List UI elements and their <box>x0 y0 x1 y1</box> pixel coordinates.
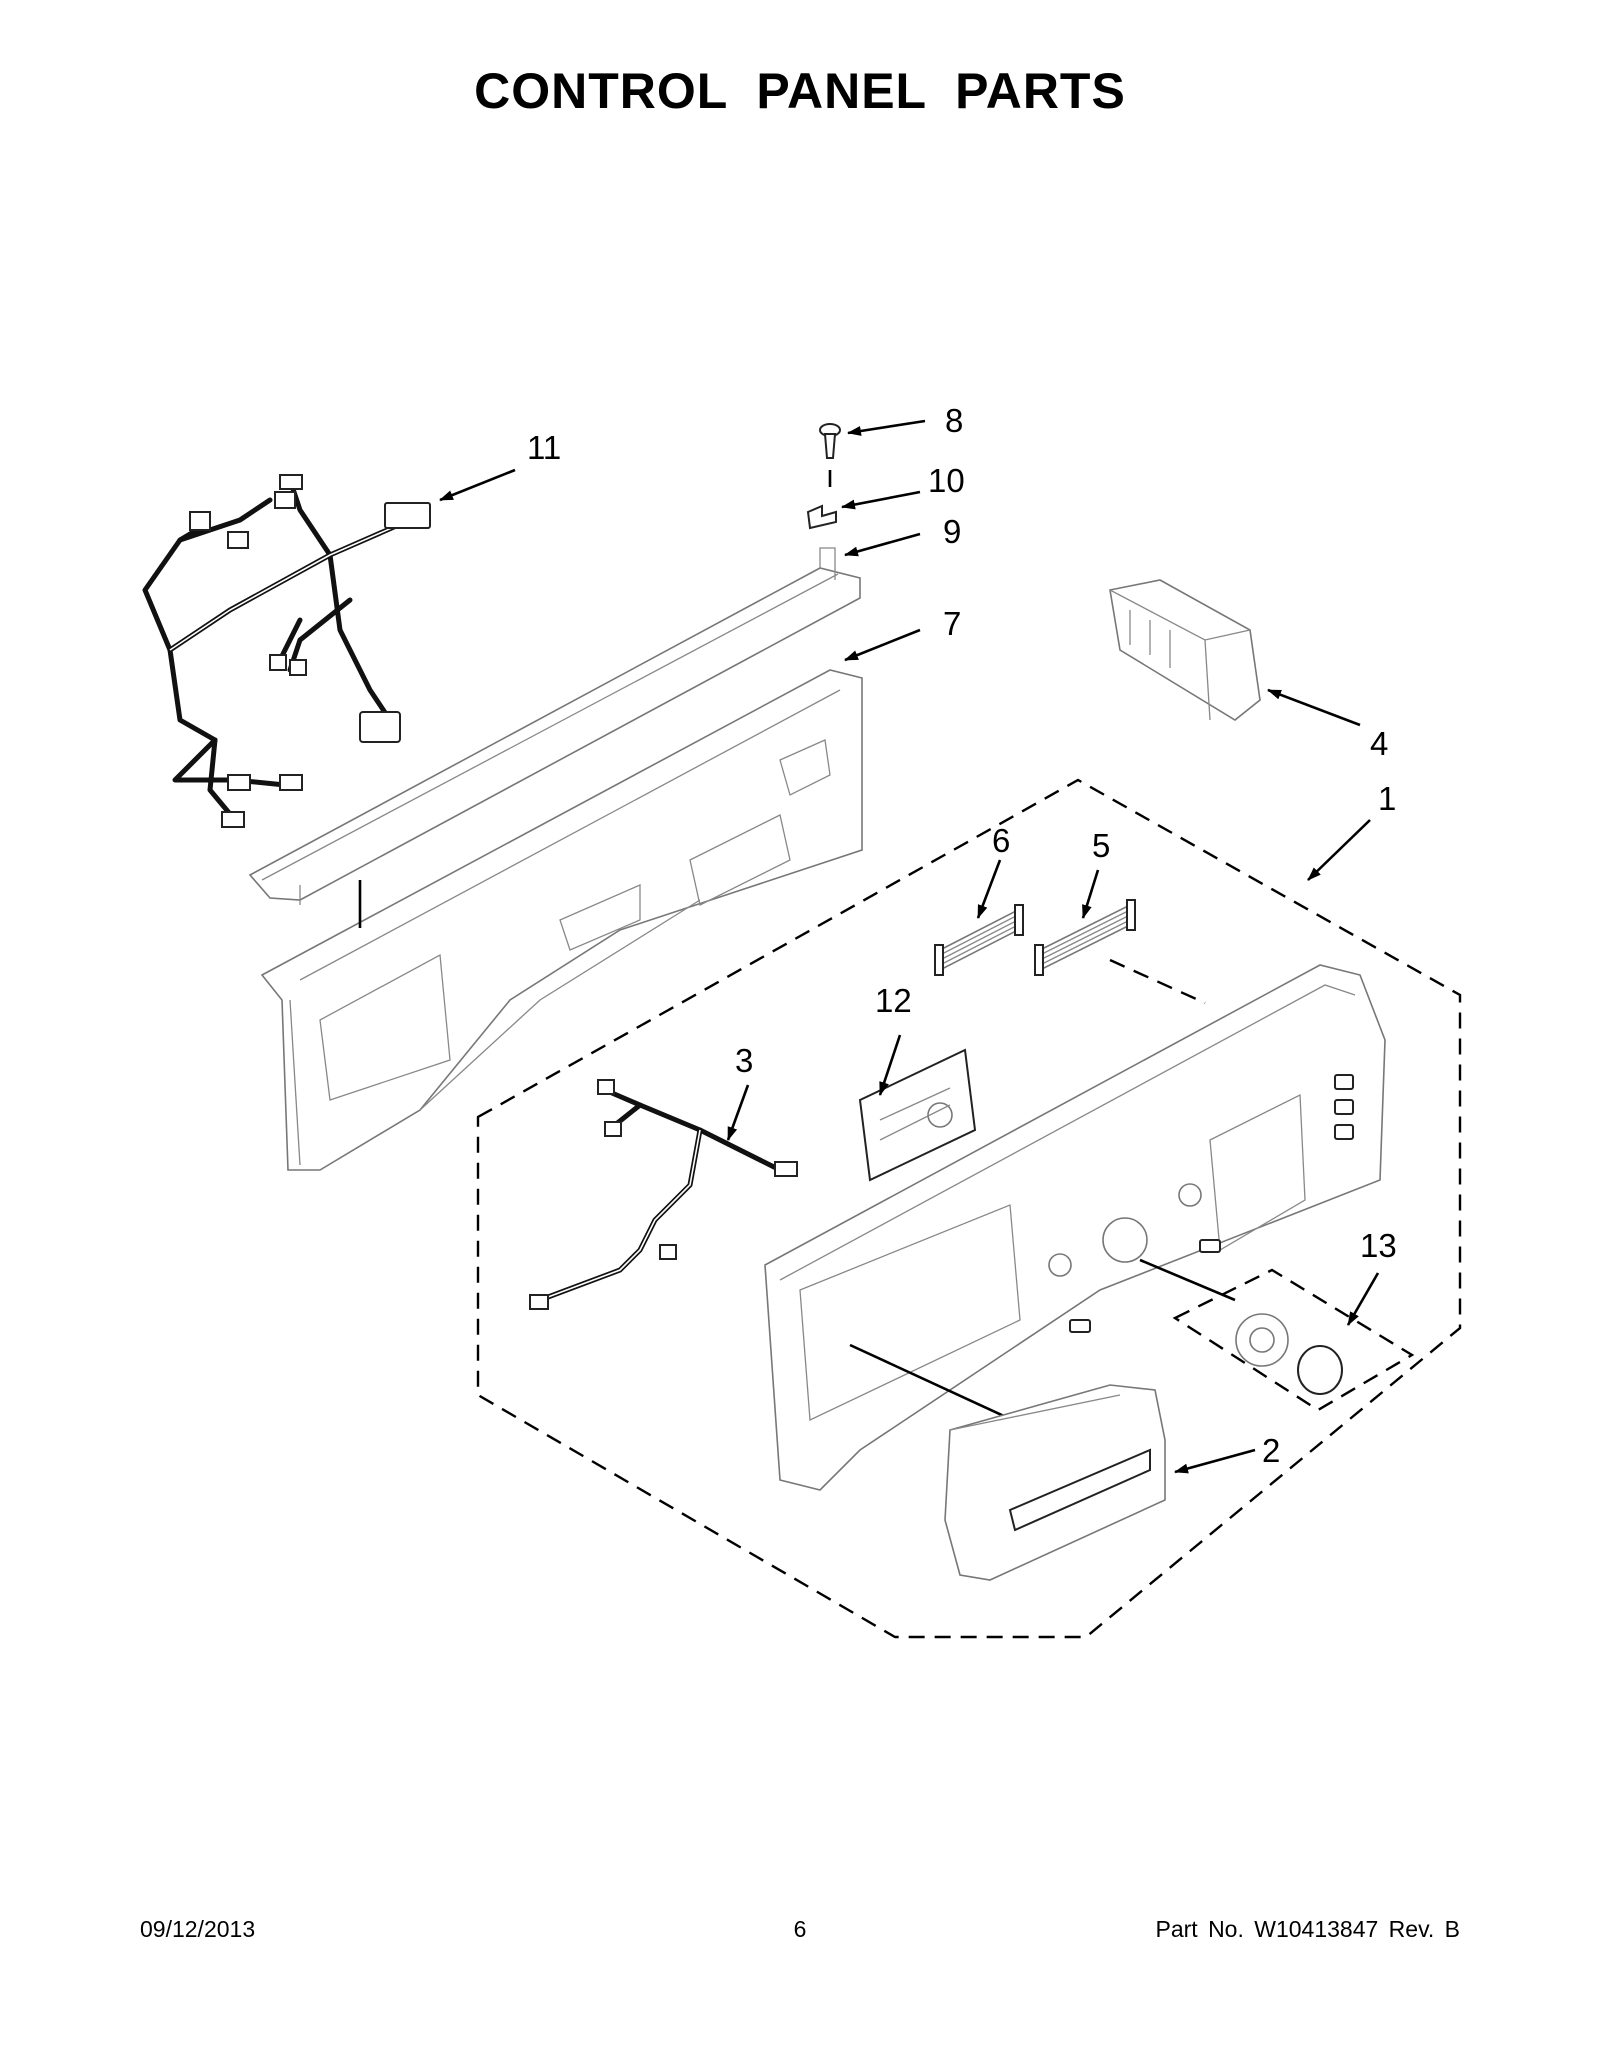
callout-2: 2 <box>1262 1432 1280 1469</box>
callout-7: 7 <box>943 605 961 642</box>
footer-page-number: 6 <box>793 1916 807 1942</box>
page-title: CONTROL PANEL PARTS <box>474 63 1126 119</box>
clip-part <box>806 504 837 530</box>
callout-1: 1 <box>1378 780 1396 817</box>
leader-8 <box>847 419 926 436</box>
leader-13 <box>1346 1272 1380 1326</box>
callout-6: 6 <box>992 822 1010 859</box>
callout-8: 8 <box>945 402 963 439</box>
leader-4 <box>1267 688 1361 727</box>
footer-part-number: Part No. W10413847 Rev. B <box>1155 1916 1461 1942</box>
leader-12 <box>878 1034 902 1096</box>
leader-6 <box>976 859 1002 919</box>
screw-part <box>819 423 841 487</box>
leader-11 <box>439 468 516 502</box>
console-back-panel <box>260 669 863 1171</box>
callout-11: 11 <box>527 429 561 466</box>
leader-5 <box>1081 869 1100 919</box>
callout-12: 12 <box>875 982 912 1019</box>
leader-9 <box>844 532 921 557</box>
knob-assembly <box>1235 1313 1343 1395</box>
control-board <box>1109 579 1261 721</box>
ui-board <box>858 1048 977 1182</box>
leader-2 <box>1174 1448 1256 1474</box>
ui-wire-harness <box>529 1079 798 1310</box>
ribbon-cable-5 <box>1034 899 1136 976</box>
mounting-rail <box>248 547 861 928</box>
leader-3 <box>726 1084 750 1141</box>
ribbon-cable-6 <box>934 904 1024 976</box>
leader-10 <box>841 490 921 510</box>
leader-1 <box>1307 819 1371 881</box>
ribbon-insert-line <box>1109 958 1206 1005</box>
callout-4: 4 <box>1370 725 1388 762</box>
callout-5: 5 <box>1092 827 1110 864</box>
leader-7 <box>844 628 921 662</box>
callout-9: 9 <box>943 513 961 550</box>
knob-assembly-outline <box>1172 1268 1415 1412</box>
assembly-outline <box>476 778 1462 1639</box>
main-wire-harness <box>142 474 431 828</box>
dispenser-drawer-handle <box>944 1384 1166 1581</box>
callout-13: 13 <box>1360 1227 1397 1264</box>
callout-10: 10 <box>928 462 965 499</box>
footer-date: 09/12/2013 <box>140 1916 256 1942</box>
callout-3: 3 <box>735 1042 753 1079</box>
